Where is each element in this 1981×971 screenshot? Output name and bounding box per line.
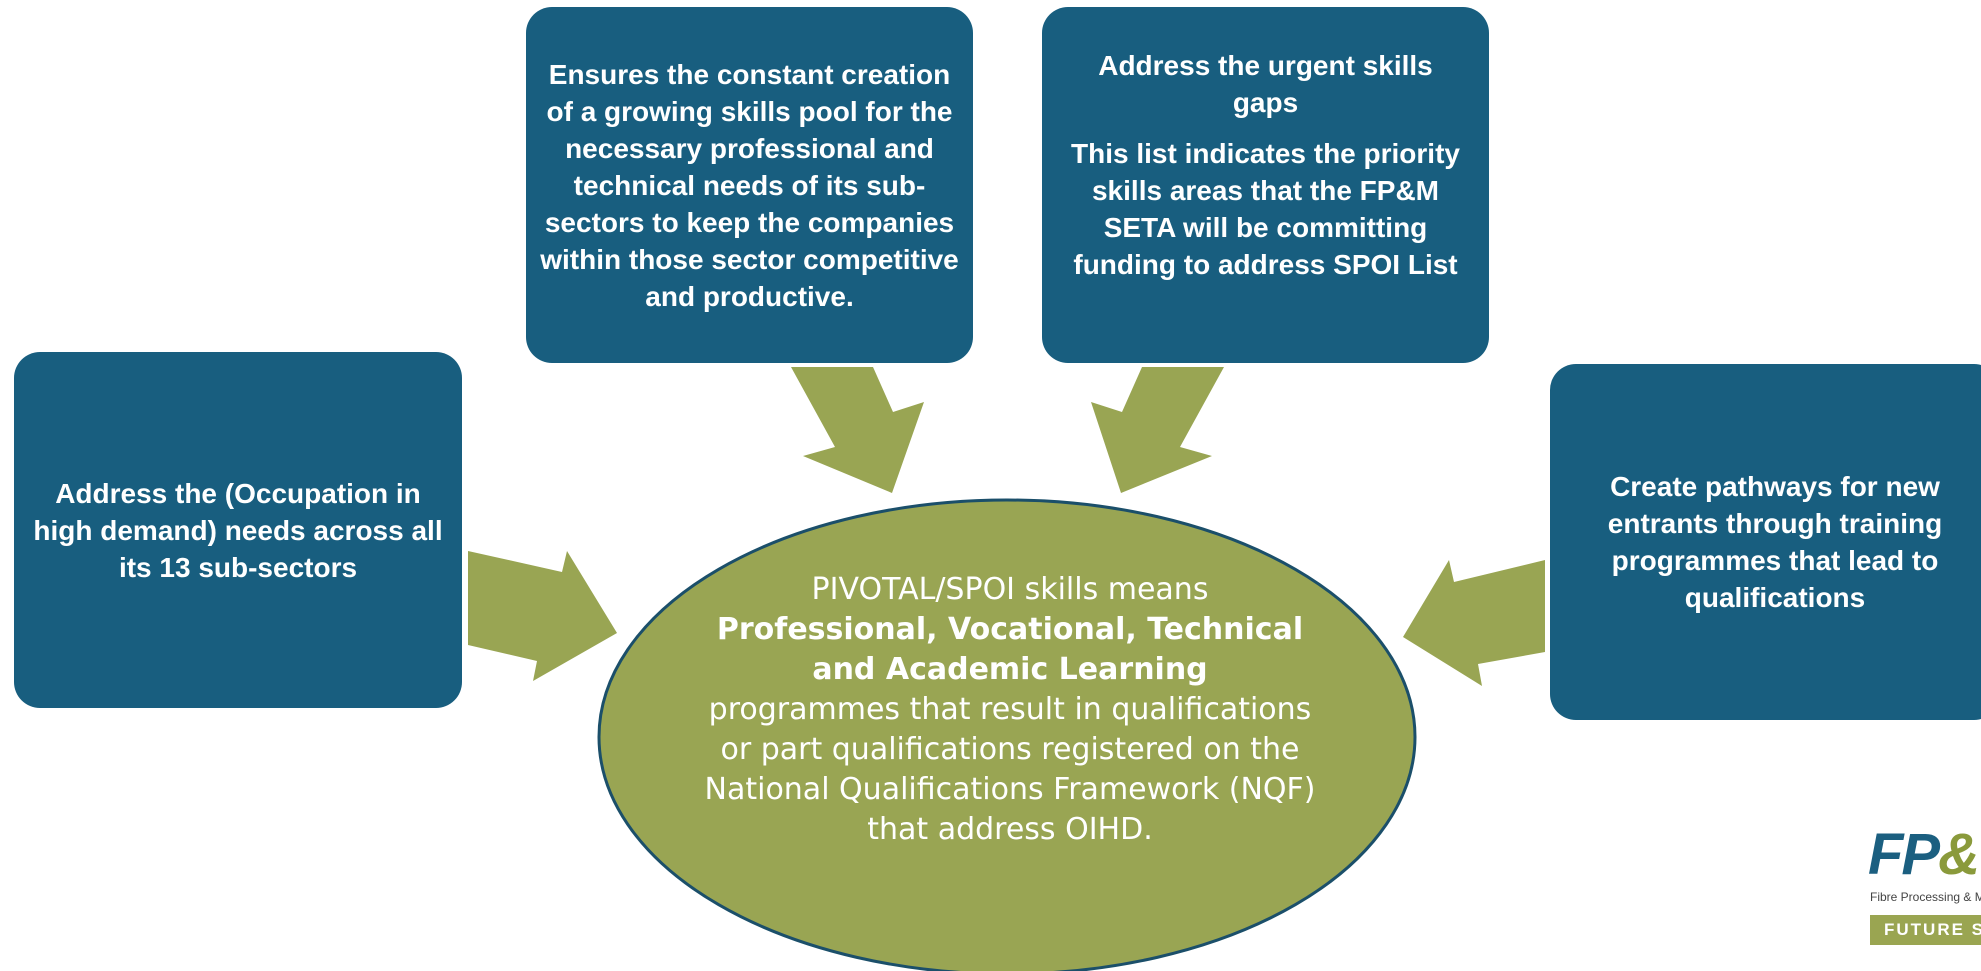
arrow-left [468, 551, 617, 681]
central-ellipse [597, 498, 1417, 971]
logo-mark: FP& [1868, 822, 1980, 887]
fpm-logo: FP& Fibre Processing & M FUTURE SKI [1862, 810, 1981, 960]
box-skills-pool: Ensures the constant creation of a growi… [526, 7, 973, 363]
box-occupation-demand: Address the (Occupation in high demand) … [14, 352, 462, 708]
box-top-left-text: Ensures the constant creation of a growi… [540, 58, 959, 312]
box-urgent-skills-gaps: Address the urgent skills gaps This list… [1042, 7, 1489, 363]
logo-badge: FUTURE SKI [1870, 915, 1981, 945]
ellipse-intro: PIVOTAL/SPOI skills means [811, 572, 1209, 607]
arrow-top-left [791, 367, 924, 493]
arrow-top-right [1091, 367, 1224, 493]
box-right-text: Create pathways for new entrants through… [1607, 471, 1943, 613]
ellipse-bold-text: Professional, Vocational, Technical and … [716, 612, 1304, 687]
box-top-right-text: This list indicates the priority skills … [1071, 138, 1460, 280]
logo-subtitle: Fibre Processing & M [1870, 890, 1981, 904]
box-left-text: Address the (Occupation in high demand) … [33, 477, 443, 583]
arrow-right [1403, 560, 1545, 686]
box-top-right-heading: Address the urgent skills gaps [1098, 50, 1433, 118]
box-pathways: Create pathways for new entrants through… [1550, 364, 1981, 720]
ellipse-rest: programmes that result in qualifications… [704, 692, 1316, 847]
ellipse-text: PIVOTAL/SPOI skills means Professional, … [690, 570, 1330, 850]
